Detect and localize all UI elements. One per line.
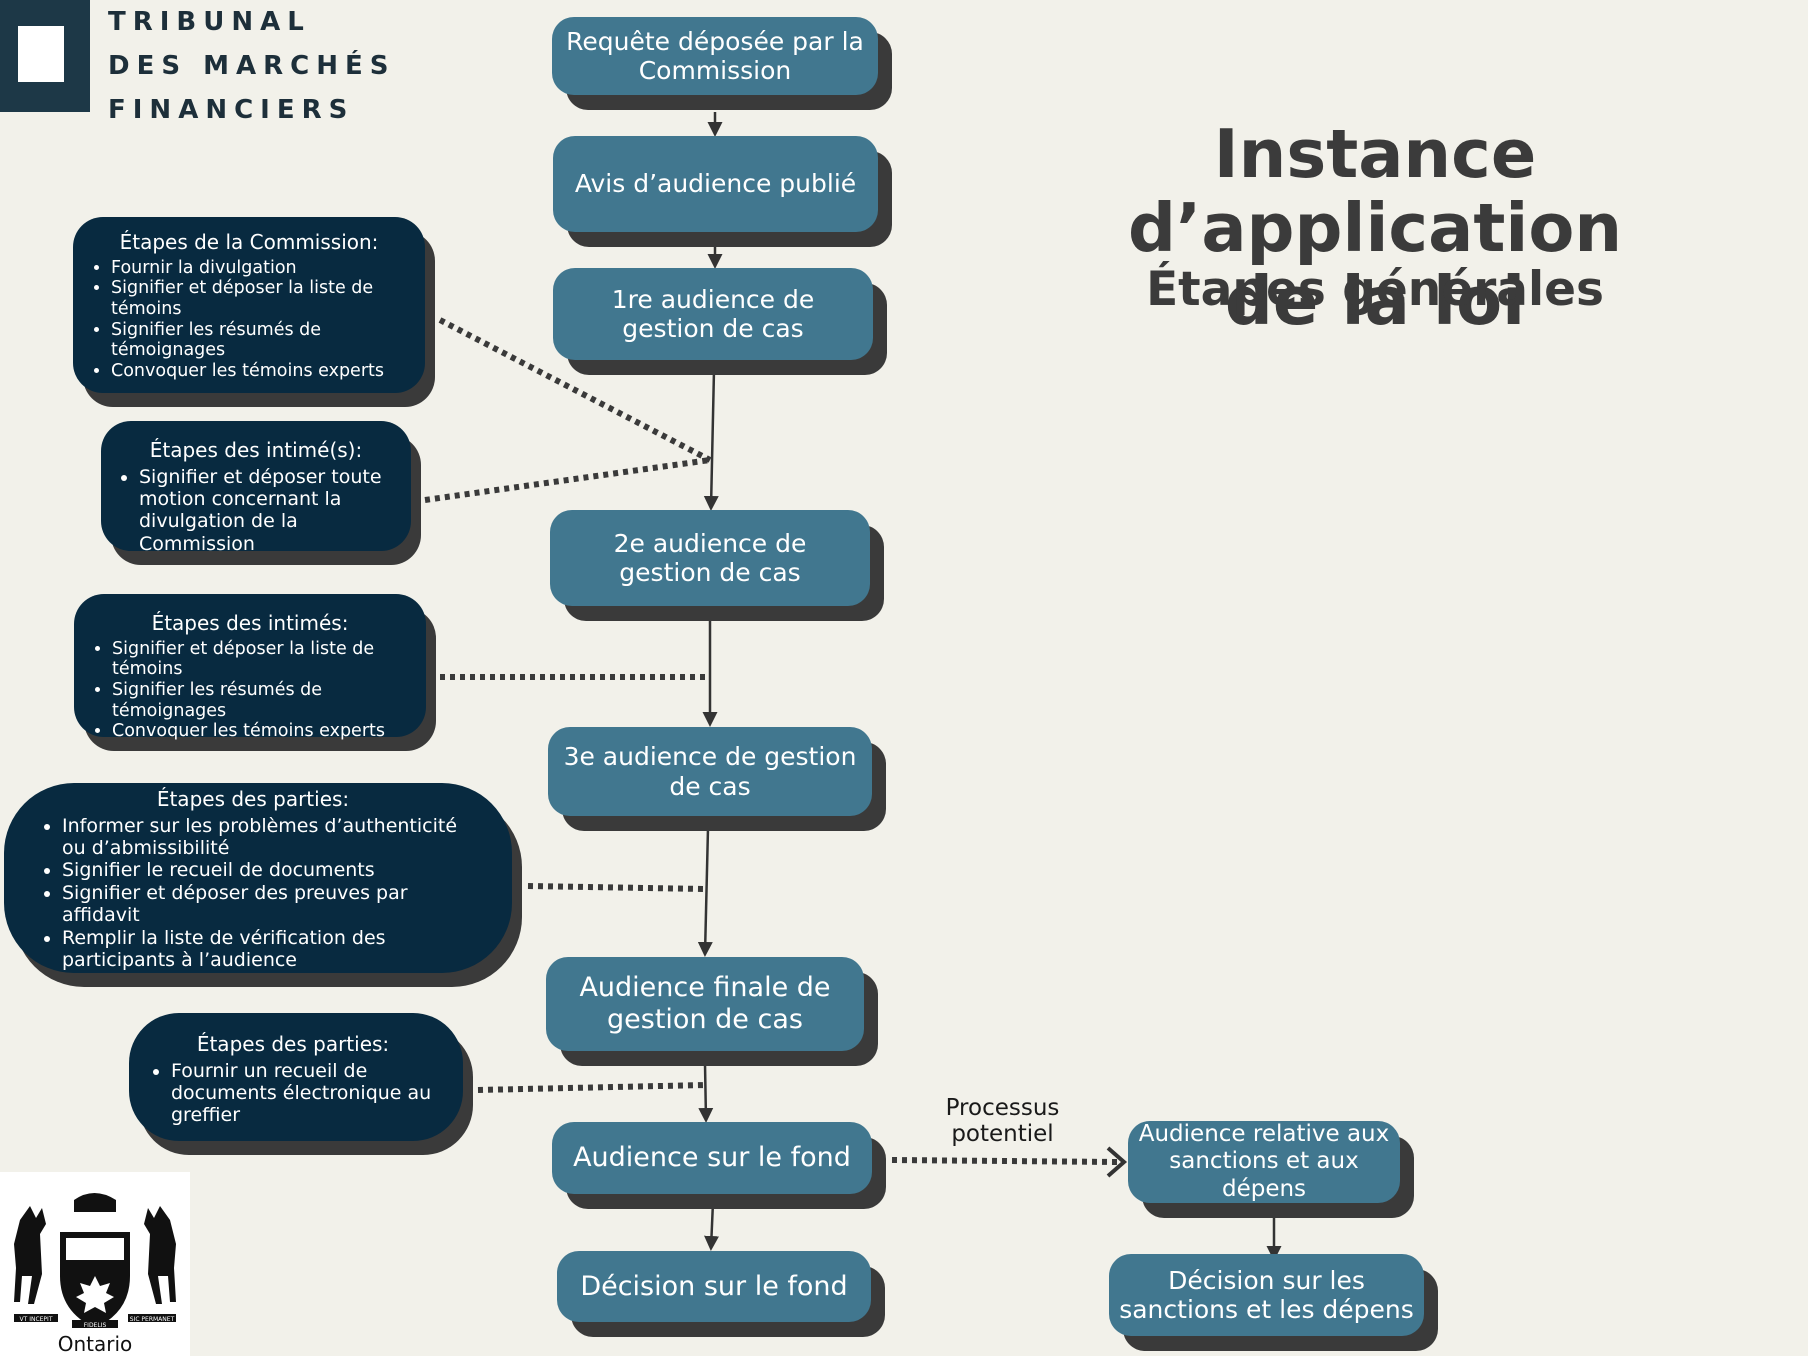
potential-arrowhead xyxy=(1106,1146,1128,1178)
dotted-link-note-1 xyxy=(438,317,712,463)
list-item: Signifier le recueil de documents xyxy=(62,859,472,881)
list-item: Signifier et déposer toute motion concer… xyxy=(139,466,401,556)
step-decision-fond: Décision sur le fond xyxy=(557,1251,871,1322)
page-subtitle: Étapes générales xyxy=(1146,262,1604,317)
arrow-3-4 xyxy=(703,369,719,511)
logo-line-2: DES MARCHÉS xyxy=(108,51,396,81)
list-item: Signifier et déposer la liste de témoins xyxy=(111,278,415,319)
ontario-coat-of-arms-icon: VT INCEPIT FIDELIS SIC PERMANET xyxy=(14,1193,176,1329)
ontario-label: Ontario xyxy=(57,1332,133,1356)
note-list: Signifier et déposer la liste de témoins… xyxy=(84,639,416,742)
list-item: Signifier et déposer la liste de témoins xyxy=(112,639,416,680)
title-line-1: Instance d’application xyxy=(1127,115,1623,267)
page-title: Instance d’application de la loi xyxy=(960,115,1790,341)
list-item: Convoquer les témoins experts xyxy=(112,721,416,742)
note-commission: Étapes de la Commission: Fournir la divu… xyxy=(73,217,425,393)
step-audience-fond: Audience sur le fond xyxy=(552,1122,872,1194)
title-line-2: de la loi xyxy=(1224,262,1526,341)
note-list: Informer sur les problèmes d’authenticit… xyxy=(34,815,472,972)
list-item: Signifier et déposer des preuves par aff… xyxy=(62,882,472,927)
note-parties-1: Étapes des parties: Informer sur les pro… xyxy=(4,783,512,973)
note-title: Étapes des parties: xyxy=(196,1032,390,1056)
motto-2: FIDELIS xyxy=(84,1322,107,1329)
tribunal-logo-icon xyxy=(0,0,90,112)
note-title: Étapes des parties: xyxy=(156,787,350,811)
step-decision-sanctions: Décision sur les sanctions et les dépens xyxy=(1109,1254,1424,1336)
step-requete: Requête déposée par la Commission xyxy=(552,17,878,95)
list-item: Informer sur les problèmes d’authenticit… xyxy=(62,815,472,860)
note-list: Fournir un recueil de documents électron… xyxy=(143,1060,443,1127)
list-item: Fournir un recueil de documents électron… xyxy=(171,1060,443,1127)
note-list: Signifier et déposer toute motion concer… xyxy=(111,466,401,556)
potential-process-label: Processus potentiel xyxy=(945,1095,1060,1148)
note-intimes-2: Étapes des intimés: Signifier et déposer… xyxy=(74,594,426,741)
step-audience-2: 2e audience de gestion de cas xyxy=(550,510,870,606)
list-item: Fournir la divulgation xyxy=(111,258,415,279)
arrow-5-6 xyxy=(697,827,713,957)
list-item: Signifier les résumés de témoignages xyxy=(111,320,415,361)
step-avis: Avis d’audience publié xyxy=(553,136,878,232)
note-title: Étapes des intimé(s): xyxy=(149,438,363,462)
list-item: Signifier les résumés de témoignages xyxy=(112,680,416,721)
logo-line-1: TRIBUNAL xyxy=(108,7,311,37)
arrow-7-8 xyxy=(704,1201,720,1251)
list-item: Remplir la liste de vérification des par… xyxy=(62,927,472,972)
note-intimes-1: Étapes des intimé(s): Signifier et dépos… xyxy=(101,421,411,555)
step-audience-sanctions: Audience relative aux sanctions et aux d… xyxy=(1128,1121,1400,1203)
note-title: Étapes des intimés: xyxy=(151,611,349,635)
dotted-link-note-5 xyxy=(477,1082,707,1093)
ontario-logo: VT INCEPIT FIDELIS SIC PERMANET xyxy=(0,1172,190,1356)
motto-1: VT INCEPIT xyxy=(20,1316,53,1323)
dotted-link-note-2 xyxy=(424,457,711,503)
arrow-6-7 xyxy=(698,1063,714,1123)
logo-line-3: FINANCIERS xyxy=(108,95,355,125)
note-list: Fournir la divulgation Signifier et dépo… xyxy=(83,258,415,382)
note-title: Étapes de la Commission: xyxy=(119,230,379,254)
motto-3: SIC PERMANET xyxy=(130,1316,175,1323)
dotted-link-potential xyxy=(891,1157,1119,1165)
dotted-link-note-4 xyxy=(527,883,707,892)
note-parties-2: Étapes des parties: Fournir un recueil d… xyxy=(129,1013,463,1141)
step-audience-1: 1re audience de gestion de cas xyxy=(553,268,873,360)
step-audience-finale: Audience finale de gestion de cas xyxy=(546,957,864,1051)
list-item: Convoquer les témoins experts xyxy=(111,361,415,382)
tribunal-logo-text: TRIBUNAL DES MARCHÉS FINANCIERS xyxy=(108,0,395,132)
step-audience-3: 3e audience de gestion de cas xyxy=(548,727,872,816)
